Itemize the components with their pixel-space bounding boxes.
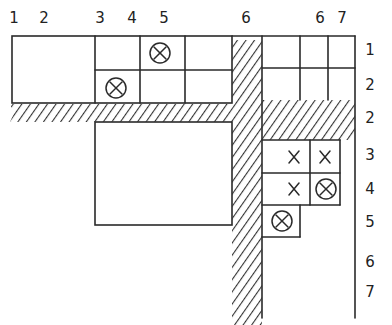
hatched-band [262,100,355,140]
grid-line [232,35,355,37]
column-number: 1 [9,11,19,26]
row-number: 1 [365,43,375,58]
cross-mark [320,151,330,163]
column-number: 2 [39,11,49,26]
grid-line [262,204,340,206]
circled-cross [106,78,126,98]
row-number: 4 [365,182,375,197]
row-number: 2 [365,111,375,126]
grid-line [262,236,300,238]
row-number: 6 [365,255,375,270]
grid-line [309,140,311,205]
row-number: 7 [365,285,375,300]
cross-mark [289,183,299,195]
grid-line [327,36,329,100]
row-number: 5 [365,215,375,230]
grid-line [95,69,232,71]
top-band [12,36,232,103]
circled-cross [272,211,292,231]
column-number: 6 [241,11,251,26]
column-number: 6 [315,11,325,26]
hatched-band [10,104,232,122]
column-number: 4 [127,11,137,26]
cross-mark [289,151,299,163]
grid-line [262,172,340,174]
grid-line [262,67,355,69]
grid-line [299,36,301,100]
circled-cross [316,179,336,199]
lower-box [95,122,232,225]
grid-line [299,205,301,237]
column-number: 7 [337,11,347,26]
row-number: 3 [365,148,375,163]
grid-line [339,140,341,205]
hatched-band [232,40,262,325]
grid-line [354,36,356,318]
circled-cross [150,43,170,63]
row-number: 2 [365,78,375,93]
column-number: 3 [95,11,105,26]
column-number: 5 [159,11,169,26]
